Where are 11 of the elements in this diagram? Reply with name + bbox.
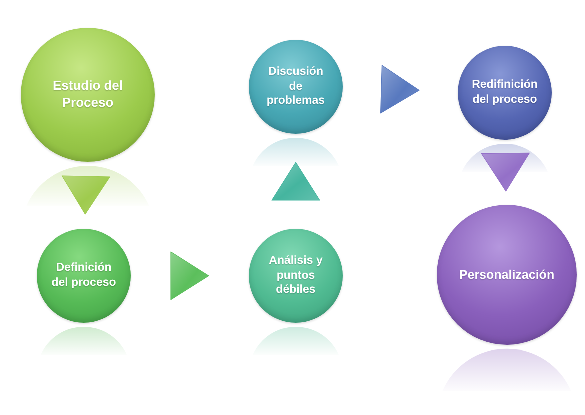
- step-label: Análisis y puntos débiles: [268, 254, 324, 298]
- step-label: Personalización: [458, 266, 556, 284]
- triangle-arrow: [481, 152, 530, 192]
- triangle-arrow: [380, 65, 420, 114]
- step-label: Redifinición del proceso: [471, 78, 539, 108]
- step-label: Estudio del Proceso: [52, 78, 124, 112]
- step-label: Discusión de problemas: [266, 64, 326, 110]
- triangle-arrow: [62, 176, 110, 215]
- triangle-arrow: [272, 162, 320, 201]
- step-label: Definición del proceso: [50, 261, 118, 291]
- triangle-arrow: [170, 252, 210, 300]
